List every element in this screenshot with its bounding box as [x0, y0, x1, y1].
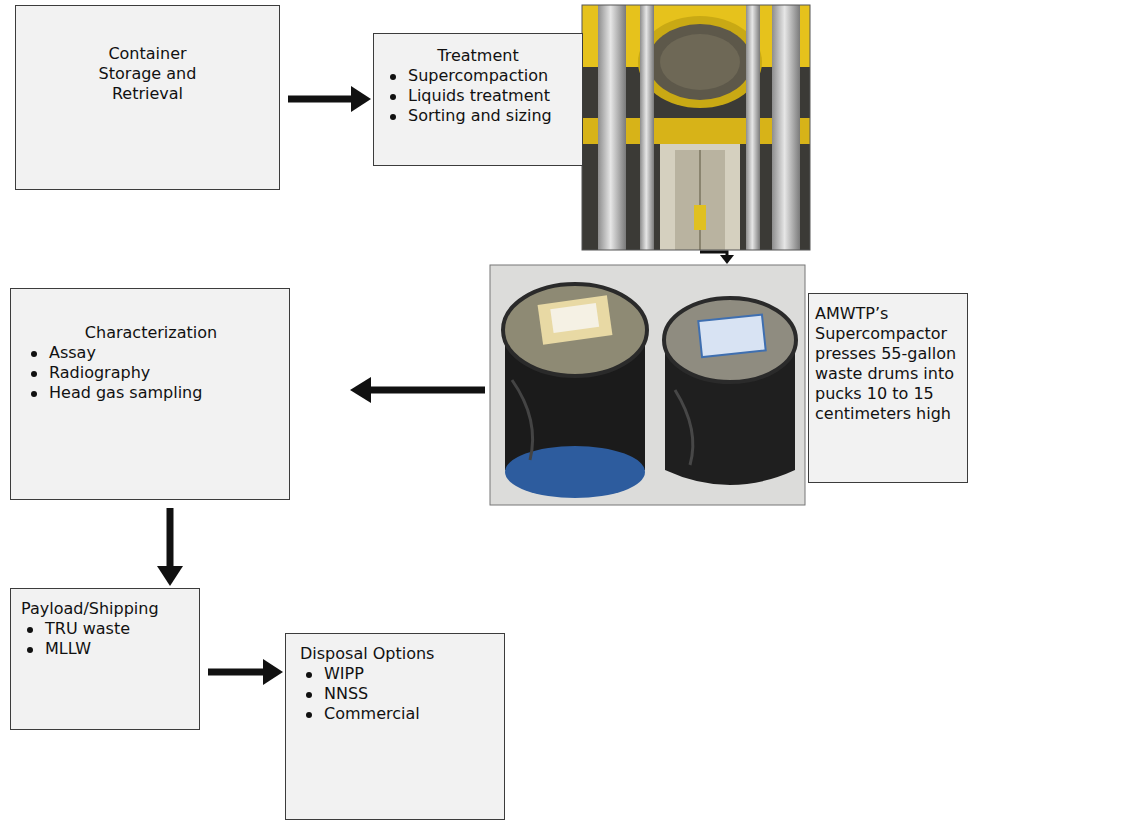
box-heading: Treatment	[384, 46, 572, 66]
bullet-item: Liquids treatment	[384, 86, 572, 106]
bullet-item: TRU waste	[21, 619, 189, 639]
box-content: Payload/ShippingTRU wasteMLLW	[21, 599, 189, 659]
arrow-line	[208, 669, 264, 676]
bullet-item: Head gas sampling	[25, 383, 277, 403]
box-heading: Payload/Shipping	[21, 599, 189, 619]
box-content: CharacterizationAssayRadiographyHead gas…	[25, 323, 277, 403]
arrow-line	[167, 508, 174, 567]
supercompactor-photo	[582, 5, 810, 250]
flow-arrow	[208, 659, 283, 685]
process-box: CharacterizationAssayRadiographyHead gas…	[10, 288, 290, 500]
photo-connector	[700, 252, 734, 264]
flow-arrow	[288, 86, 371, 112]
bullet-item: Commercial	[300, 704, 494, 724]
bullet-item: MLLW	[21, 639, 189, 659]
box-content: AMWTP’s Supercompactor presses 55-gallon…	[815, 304, 961, 424]
process-box: Container Storage and Retrieval	[15, 5, 280, 190]
bullet-item: Assay	[25, 343, 277, 363]
process-box: Disposal OptionsWIPPNNSSCommercial	[285, 633, 505, 820]
box-content: TreatmentSupercompactionLiquids treatmen…	[384, 46, 572, 126]
arrow-head	[157, 566, 183, 586]
process-box: TreatmentSupercompactionLiquids treatmen…	[373, 33, 583, 166]
bullet-item: Supercompaction	[384, 66, 572, 86]
box-heading: Characterization	[25, 323, 277, 343]
arrow-head	[351, 86, 371, 112]
caption-text: AMWTP’s Supercompactor presses 55-gallon…	[815, 304, 961, 424]
box-heading: Disposal Options	[300, 644, 494, 664]
box-content: Container Storage and Retrieval	[28, 44, 267, 104]
bullet-item: Sorting and sizing	[384, 106, 572, 126]
process-box: Payload/ShippingTRU wasteMLLW	[10, 588, 200, 730]
bullet-item: Radiography	[25, 363, 277, 383]
flow-arrow	[157, 508, 183, 586]
flow-arrow	[350, 377, 485, 403]
caption-box: AMWTP’s Supercompactor presses 55-gallon…	[808, 293, 968, 483]
bullet-item: WIPP	[300, 664, 494, 684]
box-label: Container Storage and Retrieval	[93, 44, 203, 104]
arrow-head	[263, 659, 283, 685]
drum-pucks-photo	[490, 265, 805, 505]
bullet-item: NNSS	[300, 684, 494, 704]
arrow-line	[288, 96, 352, 103]
box-content: Disposal OptionsWIPPNNSSCommercial	[300, 644, 494, 724]
